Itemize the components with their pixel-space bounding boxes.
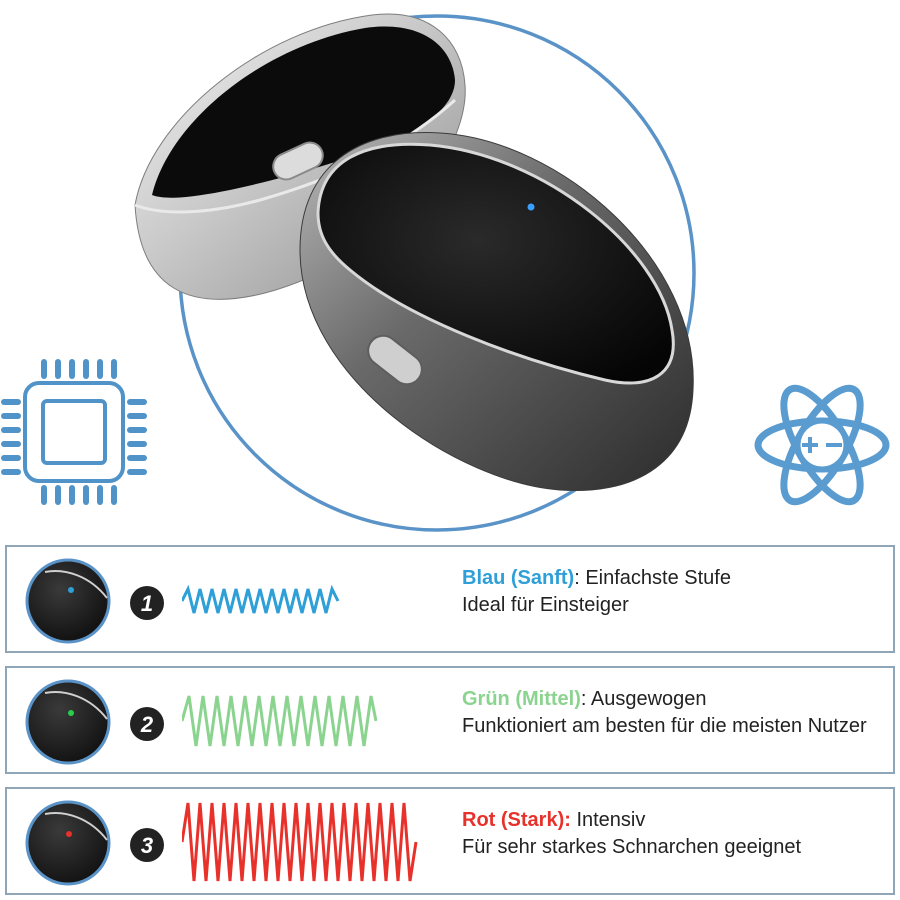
- atom-plus-minus-icon: [754, 384, 890, 506]
- device-thumbnail: [25, 800, 111, 886]
- device-thumbnail: [25, 558, 111, 644]
- level-name: Grün (Mittel): [462, 688, 581, 710]
- level-summary: Intensiv: [570, 809, 646, 831]
- level-separator: :: [580, 688, 587, 710]
- glowing-dot-icon: [66, 831, 72, 837]
- level-number-badge: 2: [130, 707, 164, 741]
- level-number: 2: [140, 712, 154, 737]
- device-front: [299, 132, 694, 491]
- level-number-badge: 1: [130, 586, 164, 620]
- led-indicator-icon: [527, 203, 535, 211]
- level-row-1: 1 Blau (Sanft): Einfachste Stufe Ideal f…: [5, 545, 895, 653]
- level-name: Blau (Sanft): [462, 567, 575, 589]
- level-number: 1: [141, 591, 153, 616]
- level-row-2: 2 Grün (Mittel): Ausgewogen Funktioniert…: [5, 666, 895, 774]
- wave-green: [182, 695, 377, 747]
- device-thumbnail: [25, 679, 111, 765]
- level-description: Blau (Sanft): Einfachste Stufe Ideal für…: [462, 565, 882, 619]
- chip-icon: [1, 359, 147, 505]
- level-name: Rot (Stark):: [462, 809, 571, 831]
- glowing-dot-icon: [68, 587, 74, 593]
- level-number: 3: [141, 833, 153, 858]
- level-number-badge: 3: [130, 828, 164, 862]
- level-row-3: 3 Rot (Stark): Intensiv Für sehr starkes…: [5, 787, 895, 895]
- level-detail: Für sehr starkes Schnarchen geeignet: [462, 836, 802, 858]
- level-description: Grün (Mittel): Ausgewogen Funktioniert a…: [462, 686, 882, 740]
- glowing-dot-icon: [68, 710, 74, 716]
- level-summary: Ausgewogen: [586, 688, 707, 710]
- level-separator: :: [574, 567, 580, 589]
- level-summary: Einfachste Stufe: [579, 567, 731, 589]
- wave-red: [182, 802, 418, 882]
- hero-illustration: [1, 13, 890, 532]
- level-detail: Funktioniert am besten für die meisten N…: [462, 715, 867, 737]
- level-detail: Ideal für Einsteiger: [462, 594, 629, 616]
- wave-blue: [182, 585, 340, 614]
- hero-section: [1, 13, 890, 532]
- level-description: Rot (Stark): Intensiv Für sehr starkes S…: [462, 807, 882, 861]
